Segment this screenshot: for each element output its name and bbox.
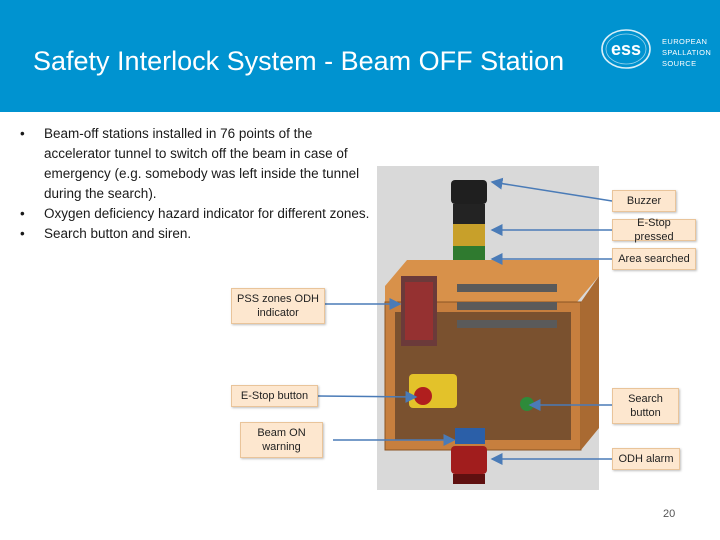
slide-title: Safety Interlock System - Beam OFF Stati…	[33, 46, 565, 76]
bullet-text: Beam-off stations installed in 76 points…	[44, 126, 360, 201]
bullet-dot: •	[20, 126, 25, 141]
slide-header: Safety Interlock System - Beam OFF Stati…	[0, 0, 720, 112]
bullet-text: Search button and siren.	[44, 226, 192, 241]
callout-beam-on-warning: Beam ON warning	[240, 422, 323, 458]
logo-line-3: SOURCE	[662, 59, 697, 68]
logo-text: EUROPEAN SPALLATION SOURCE	[662, 36, 711, 69]
bullet-text: Oxygen deficiency hazard indicator for d…	[44, 206, 370, 221]
logo-mark: ess	[611, 39, 641, 59]
bullet-item: • Search button and siren.	[20, 224, 370, 244]
logo-line-1: EUROPEAN	[662, 37, 708, 46]
bullet-list: • Beam-off stations installed in 76 point…	[20, 124, 370, 244]
bullet-dot: •	[20, 226, 25, 241]
page-number: 20	[663, 508, 676, 520]
logo-line-2: SPALLATION	[662, 48, 712, 57]
bullet-dot: •	[20, 206, 25, 221]
bullet-item: • Oxygen deficiency hazard indicator for …	[20, 204, 370, 224]
bullet-item: • Beam-off stations installed in 76 point…	[20, 124, 370, 204]
callout-pss-zones-odh-indicator: PSS zones ODH indicator	[231, 288, 325, 324]
callout-search-button: Search button	[612, 388, 679, 424]
callout-estop-button: E-Stop button	[231, 385, 318, 407]
callout-estop-pressed: E-Stop pressed	[612, 217, 696, 243]
callout-area-searched: Area searched	[612, 248, 696, 270]
beam-off-station-image	[377, 166, 599, 490]
callout-odh-alarm: ODH alarm	[612, 448, 680, 470]
callout-buzzer: Buzzer	[612, 190, 676, 212]
ess-logo-icon: ess	[601, 29, 651, 69]
